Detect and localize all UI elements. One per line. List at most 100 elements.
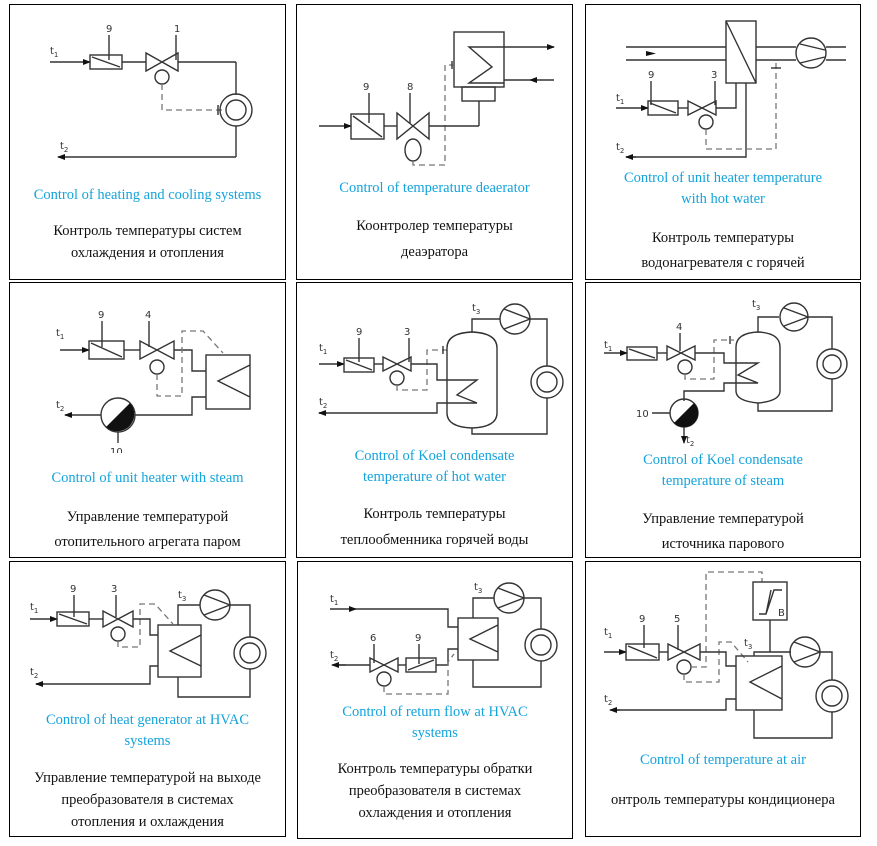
- label-t2: t2: [319, 397, 327, 410]
- caption-ru-line: Контроль температуры: [651, 230, 795, 246]
- actuator-icon: [149, 359, 165, 375]
- caption-ru-line: Управление температурой: [66, 509, 229, 525]
- caption-ru: Контроль температуры теплообменника горя…: [297, 503, 572, 551]
- caption-ru: Контроль температуры систем охлаждения и…: [10, 220, 285, 264]
- consumer-icon: [219, 93, 253, 127]
- valve-icon: [102, 609, 134, 629]
- caption-ru-line: водонагревателя с горячей: [641, 255, 805, 271]
- label-t1: t1: [604, 340, 612, 353]
- label-valve: 8: [407, 82, 413, 93]
- label-filter: 9: [639, 614, 645, 625]
- caption-en: Control of heat generator at HVAC system…: [10, 710, 285, 752]
- caption-en-line: with hot water: [681, 191, 765, 207]
- consumer-icon: [524, 628, 558, 662]
- label-t3: t3: [474, 582, 482, 595]
- label-t2: t2: [330, 650, 338, 663]
- caption-ru-line: преобразователя в системах: [61, 792, 234, 808]
- actuator-icon: [376, 671, 392, 687]
- label-t3: t3: [178, 590, 186, 603]
- label-filter: 9: [106, 24, 112, 35]
- heat-exchanger-icon: [725, 20, 757, 84]
- caption-en-line: Control of return flow at HVAC: [342, 704, 528, 720]
- label-t2: t2: [686, 435, 694, 448]
- actuator-icon: [154, 69, 170, 85]
- valve-icon: [382, 355, 412, 373]
- valve-icon: [667, 642, 701, 662]
- valve-icon: [666, 344, 696, 362]
- label-valve: 5: [674, 614, 680, 625]
- diagram-deaerator: 9 8: [319, 31, 555, 166]
- label-t1: t1: [330, 594, 338, 607]
- diagram-heat-generator-hvac: t1 9 3 t2 t3: [30, 584, 267, 698]
- valve-icon: [687, 99, 717, 117]
- heat-exchanger-icon: [457, 617, 499, 661]
- panel-air-temperature: B t1 9 5 t2 t3 Control of temperature at…: [585, 561, 861, 837]
- label-valve: 1: [174, 24, 180, 35]
- caption-ru-line: отопления и охлаждения: [71, 814, 224, 830]
- label-filter: 9: [70, 584, 76, 595]
- label-t2: t2: [56, 400, 64, 413]
- caption-en: Control of unit heater temperature with …: [586, 168, 860, 210]
- panel-heating-cooling: t1 9 1 t2 Control of heating and cooling…: [9, 4, 286, 280]
- caption-ru-line: Контроль температуры систем: [53, 223, 242, 239]
- label-t1: t1: [50, 46, 58, 59]
- label-valve: 3: [404, 327, 410, 338]
- label-t1: t1: [56, 328, 64, 341]
- consumer-icon: [530, 365, 564, 399]
- diagram-koel-hot-water: t1 9 3 t2 t3: [318, 303, 564, 435]
- caption-ru-line: охлаждения и отопления: [358, 805, 512, 821]
- diagram-air-temperature: B t1 9 5 t2 t3: [604, 571, 849, 739]
- label-filter: 9: [648, 70, 654, 81]
- caption-ru-line: преобразователя в системах: [348, 783, 522, 799]
- label-valve: 4: [676, 322, 682, 333]
- label-t2: t2: [616, 142, 624, 155]
- caption-ru: онтроль температуры кондиционера: [586, 789, 860, 811]
- storage-tank-icon: [446, 331, 498, 429]
- label-filter: 9: [363, 82, 369, 93]
- storage-tank-icon: [735, 331, 781, 404]
- caption-en: Control of return flow at HVAC systems: [298, 702, 572, 744]
- label-filter: 9: [415, 633, 421, 644]
- panel-unit-heater-hot-water: 9 3 t1 t2 Control of unit heater tempera…: [585, 4, 861, 280]
- consumer-icon: [233, 636, 267, 670]
- caption-en-line: Control of Koel condensate: [643, 452, 803, 468]
- label-t3: t3: [744, 638, 752, 651]
- diagram-unit-heater-hot-water: 9 3 t1 t2: [616, 20, 846, 160]
- label-trap: 10: [636, 409, 649, 420]
- panel-heat-generator-hvac: t1 9 3 t2 t3 Control of heat generator a…: [9, 561, 286, 837]
- label-t1: t1: [319, 343, 327, 356]
- label-t2: t2: [30, 667, 38, 680]
- panel-unit-heater-steam: t1 9 4 t2 10 Control of unit heater with…: [9, 282, 286, 558]
- valve-icon: [145, 51, 179, 73]
- caption-en: Control of temperature deaerator: [339, 180, 530, 196]
- panel-koel-hot-water: t1 9 3 t2 t3 Control of Koel condensate …: [296, 282, 573, 558]
- caption-en: Control of temperature at air: [640, 752, 806, 768]
- caption-en-line: Control of Koel condensate: [354, 448, 515, 464]
- diagram-return-flow-hvac: t1 9 6 t2 t3: [330, 582, 558, 695]
- caption-ru-line: отопительного агрегата паром: [54, 534, 241, 550]
- label-t3: t3: [752, 299, 760, 312]
- caption-ru-line: Коонтролер температуры: [356, 218, 513, 234]
- actuator-icon: [110, 626, 126, 642]
- label-filter: 9: [356, 327, 362, 338]
- label-controller: B: [778, 608, 785, 619]
- caption-en-line: Control of unit heater temperature: [623, 170, 823, 186]
- label-valve: 3: [711, 70, 717, 81]
- label-t2: t2: [604, 694, 612, 707]
- valve-icon: [396, 111, 430, 141]
- actuator-icon: [404, 138, 422, 162]
- consumer-icon: [816, 348, 848, 380]
- label-filter: 9: [98, 310, 104, 321]
- fan-icon: [795, 37, 827, 69]
- caption-ru-line: деаэратора: [400, 244, 469, 260]
- label-valve: 4: [145, 310, 151, 321]
- caption-en: Control of Koel condensate temperature o…: [297, 446, 572, 488]
- caption-en-line: temperature of hot water: [363, 469, 506, 485]
- label-valve: 6: [370, 633, 376, 644]
- pump-icon: [779, 302, 809, 332]
- caption-ru: Контроль температуры обратки преобразова…: [298, 758, 572, 824]
- panel-return-flow-hvac: t1 9 6 t2 t3 Control of return flow at H…: [297, 561, 573, 839]
- label-t1: t1: [604, 627, 612, 640]
- caption-en: Control of unit heater with steam: [51, 470, 244, 486]
- caption-ru: Коонтролер температуры деаэратора: [297, 215, 572, 263]
